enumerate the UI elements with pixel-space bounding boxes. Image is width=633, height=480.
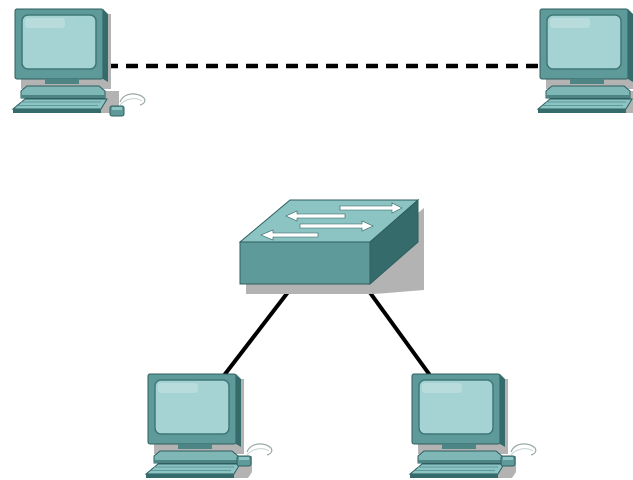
pc-icon-top-right xyxy=(537,8,633,114)
pc-icon-bottom-right xyxy=(409,373,537,479)
switch-link-right xyxy=(361,281,434,380)
switch-link-left xyxy=(220,281,297,380)
switch-icon xyxy=(238,198,424,294)
pc-icon-bottom-left xyxy=(145,373,273,479)
pc-icon-top-left xyxy=(12,8,146,117)
